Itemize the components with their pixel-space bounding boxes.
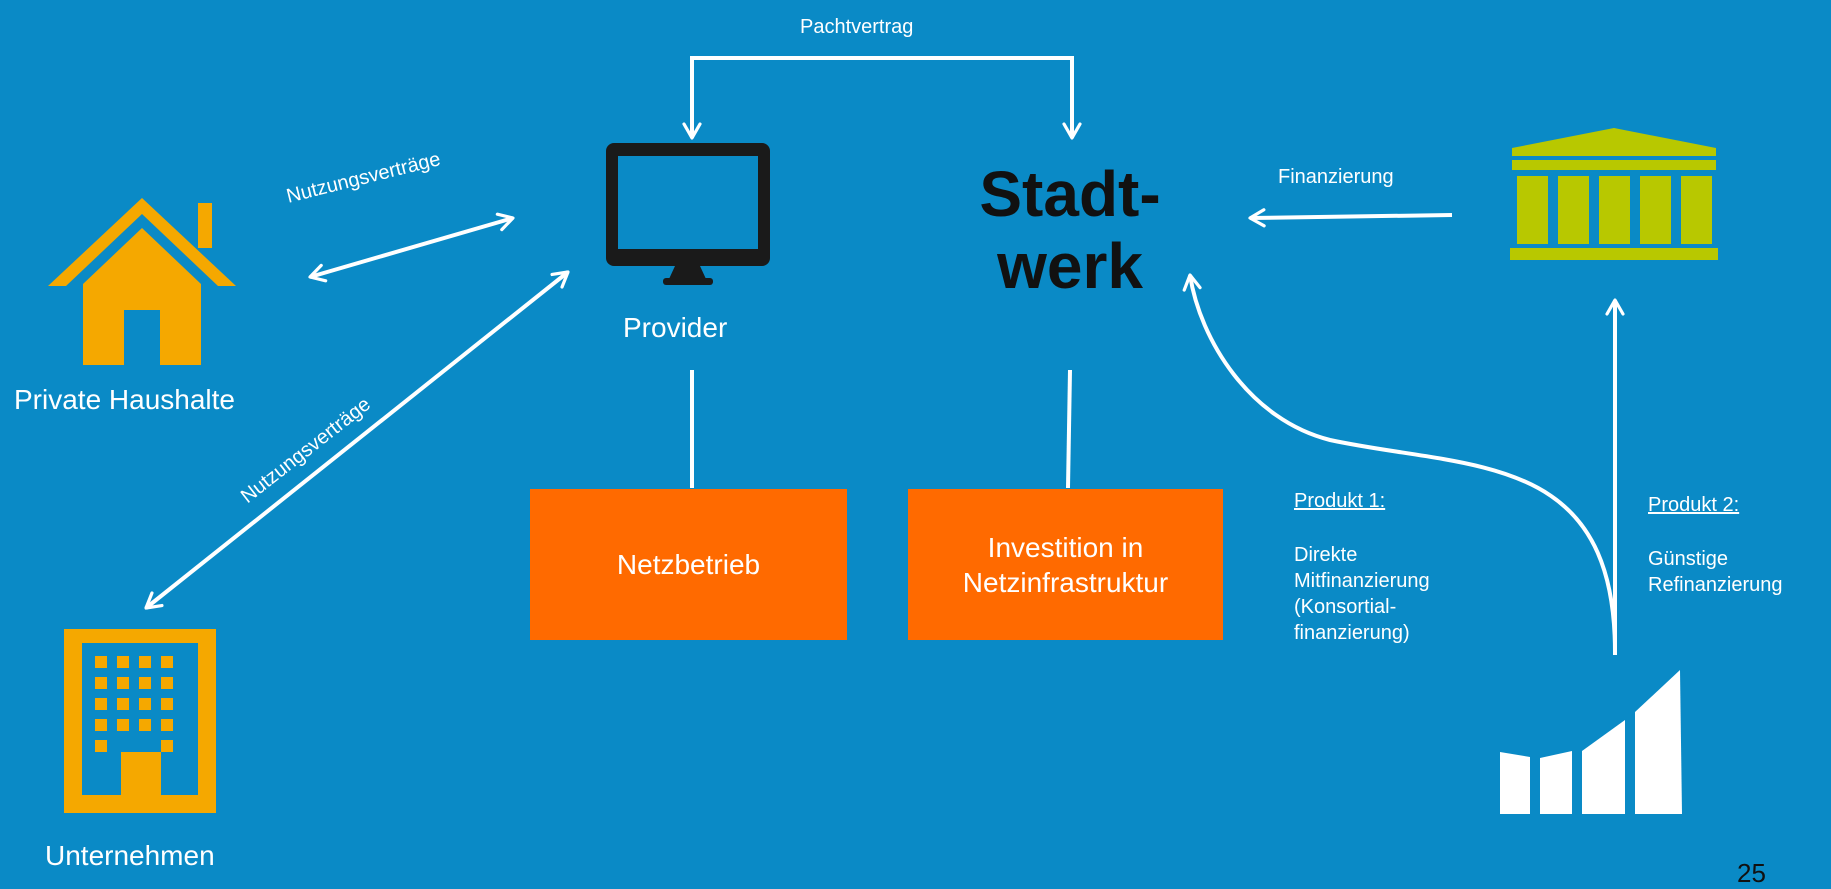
netzbetrieb-box: Netzbetrieb [530, 489, 847, 640]
nutzung-house-arrow [308, 212, 515, 283]
pachtvertrag-label: Pachtvertrag [800, 16, 914, 38]
netzbetrieb-label: Netzbetrieb [616, 549, 761, 580]
produkt2-block: Produkt 2: Günstige Refinanzierung [1648, 492, 1783, 598]
bar-chart-icon [1500, 670, 1682, 814]
produkt1-curve-arrow [1182, 273, 1617, 653]
bank-icon [1510, 128, 1718, 260]
page-number: 25 [1737, 858, 1766, 888]
stadtwerk-line1: Stadt- [979, 158, 1161, 230]
pachtvertrag-arrow [682, 56, 1082, 140]
investition-label: Investition in Netzinfrastruktur [962, 531, 1169, 598]
unternehmen-label: Unternehmen [45, 840, 215, 871]
house-icon [48, 198, 236, 365]
stadtwerk-label: Stadt- werk [960, 158, 1180, 302]
office-building-icon [64, 629, 216, 813]
produkt2-title: Produkt 2: [1648, 494, 1740, 516]
monitor-icon [606, 143, 770, 285]
investition-box: Investition in Netzinfrastruktur [908, 489, 1223, 640]
stadtwerk-line2: werk [997, 230, 1143, 302]
produkt1-block: Produkt 1: Direkte Mitfinanzierung (Kons… [1294, 488, 1430, 646]
produkt1-body: Direkte Mitfinanzierung (Konsortial- fin… [1294, 544, 1430, 644]
produkt1-title: Produkt 1: [1294, 490, 1386, 512]
private-haushalte-label: Private Haushalte [14, 384, 236, 415]
finanzierung-label: Finanzierung [1278, 166, 1394, 188]
stadtwerk-connector [1066, 369, 1072, 489]
produkt2-body: Günstige Refinanzierung [1648, 548, 1783, 596]
provider-label: Provider [623, 312, 728, 343]
nutzung-office-arrow [144, 270, 570, 610]
finanzierung-arrow [1248, 208, 1453, 228]
